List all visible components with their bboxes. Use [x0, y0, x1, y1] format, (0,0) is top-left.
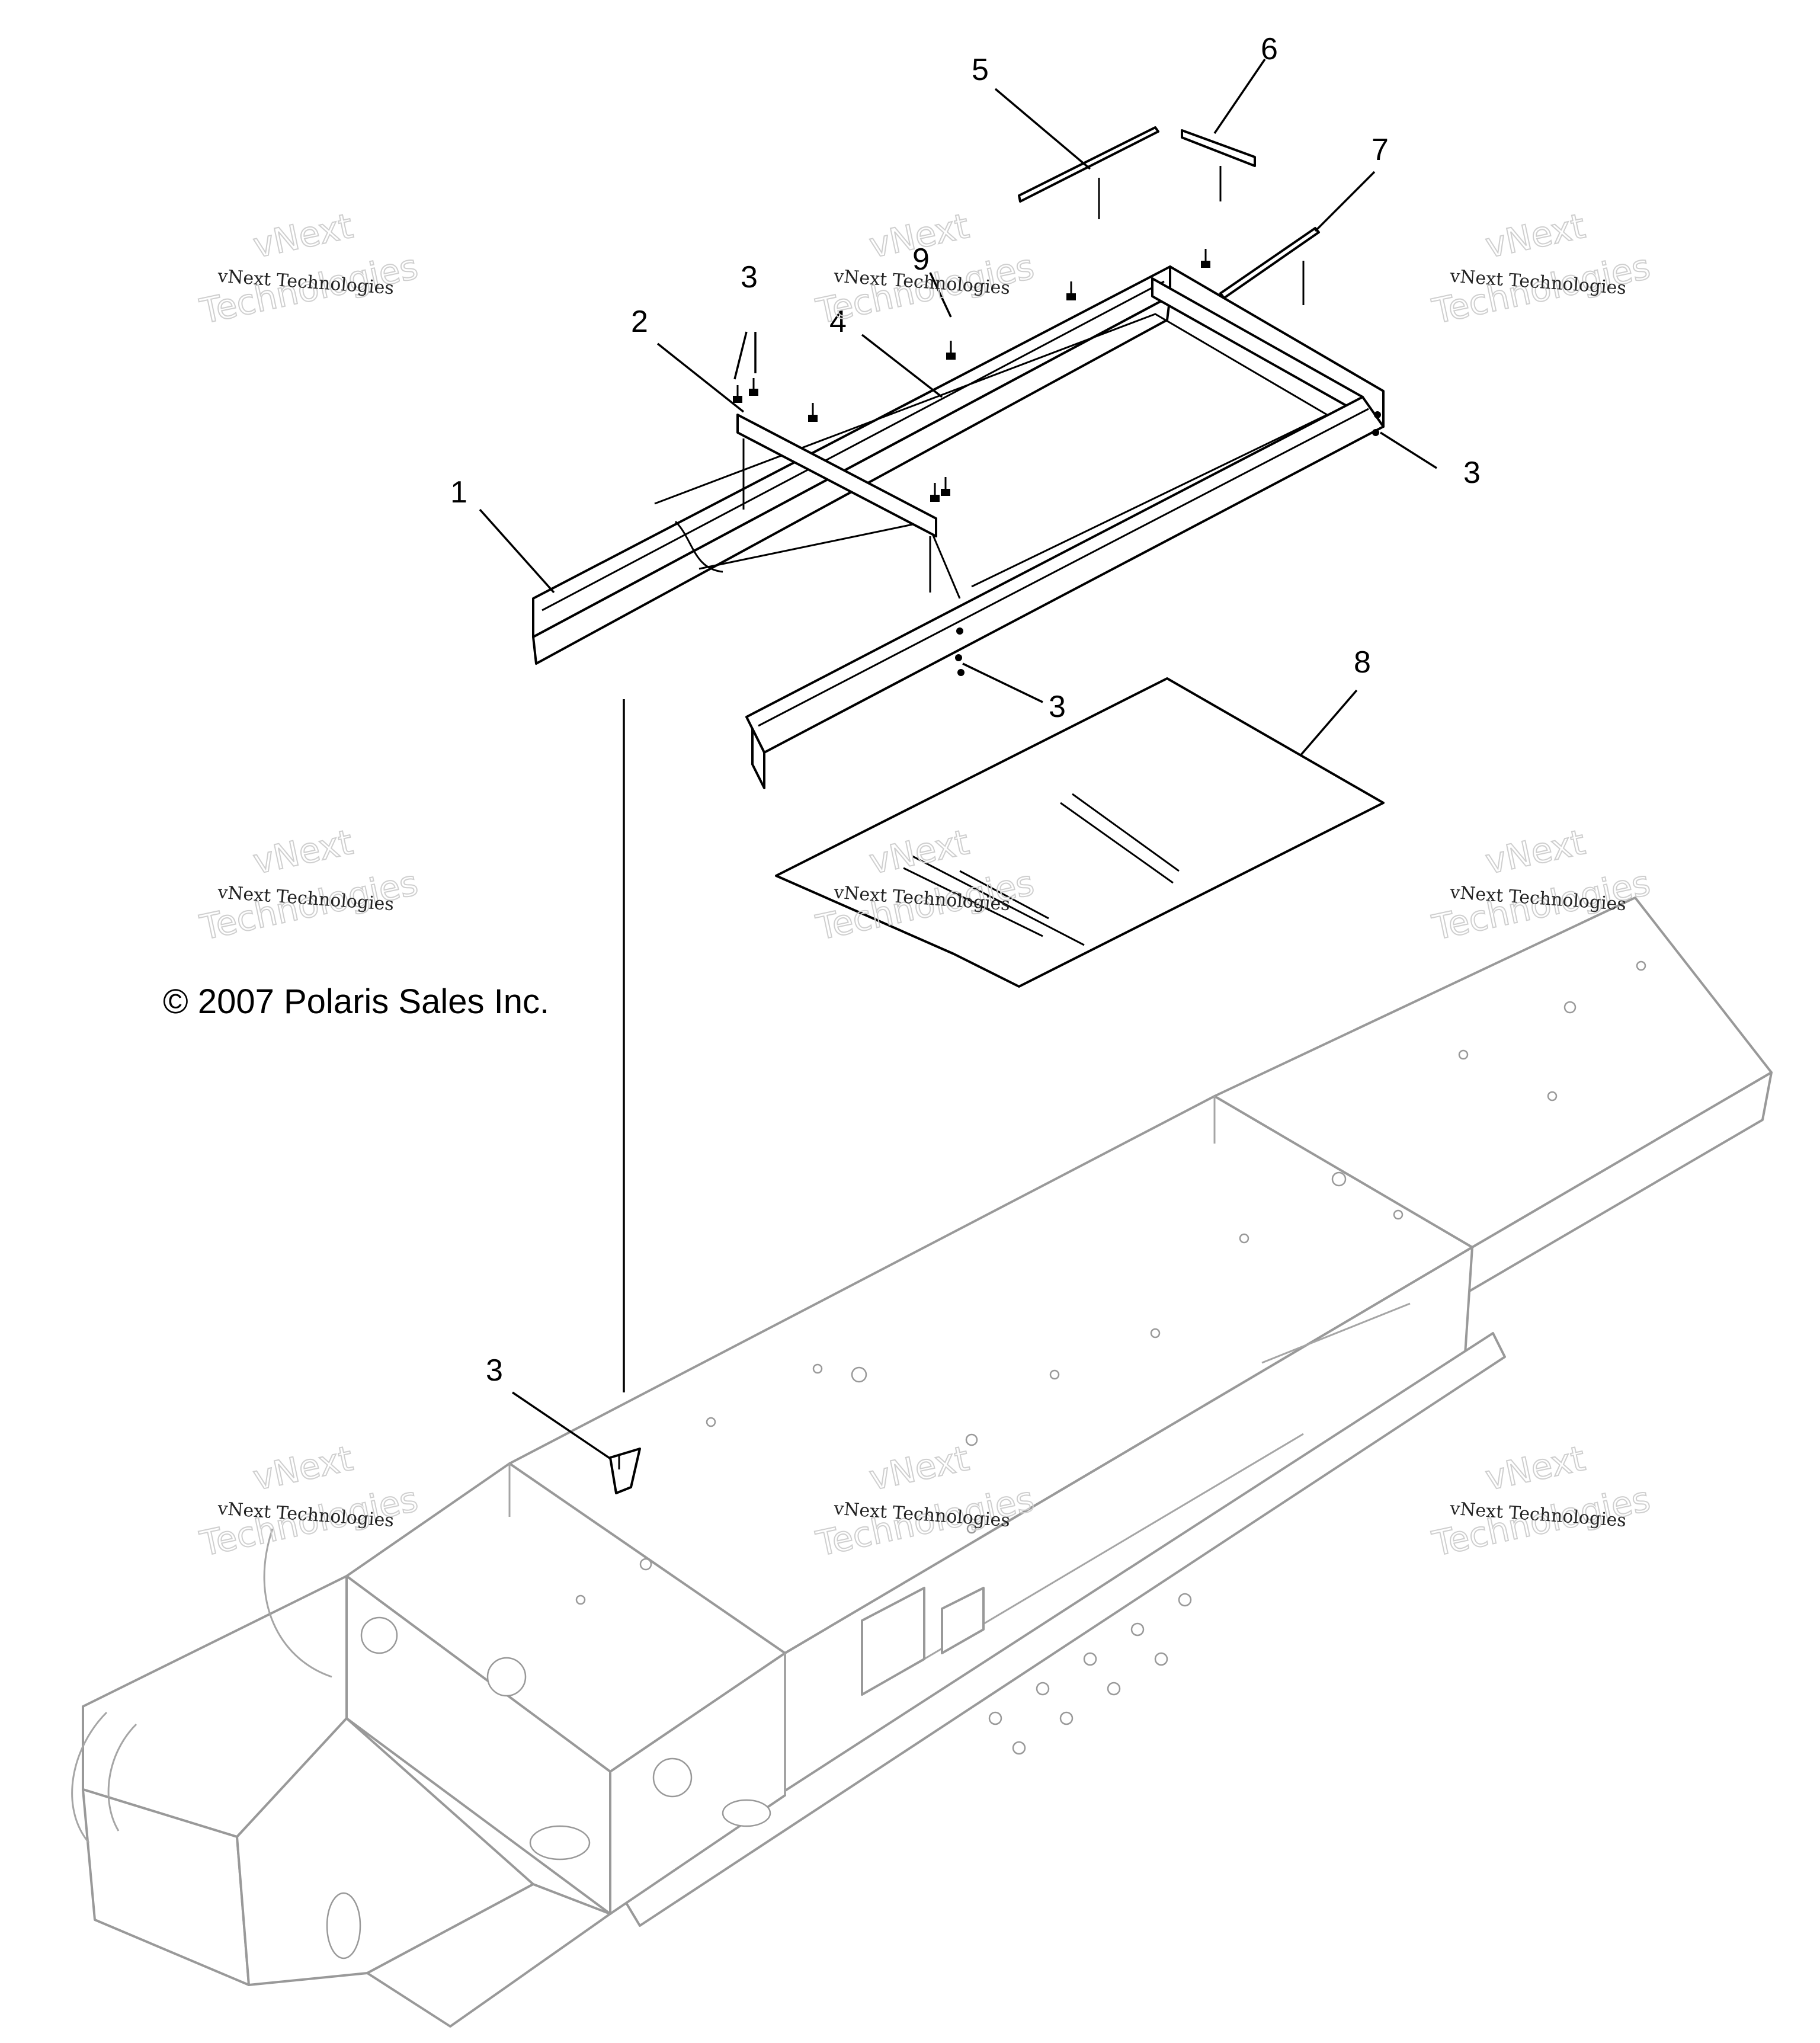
trim-strip-7: [1219, 227, 1320, 299]
svg-text:vNext: vNext: [1482, 1438, 1588, 1498]
callout-8: 8: [1354, 645, 1371, 680]
callout-5: 5: [972, 53, 989, 87]
floor-mat: [775, 677, 1385, 988]
watermark: vNext Technologies vNext Technologies: [1428, 1437, 1655, 1565]
callout-6: 6: [1261, 32, 1278, 66]
leader-lines: [479, 59, 1437, 1462]
clip-bracket: [609, 1448, 641, 1494]
watermark: vNext Technologies vNext Technologies: [196, 821, 422, 949]
watermark: vNext Technologies vNext Technologies: [1428, 205, 1655, 332]
chassis-tunnel: [71, 896, 1773, 2028]
crossbar: [736, 414, 937, 537]
svg-text:vNext: vNext: [1482, 206, 1588, 266]
svg-text:vNext: vNext: [249, 1438, 356, 1498]
watermark: vNext Technologies vNext Technologies: [196, 205, 422, 332]
trim-strip-5: [1018, 126, 1159, 203]
watermark: vNext Technologies vNext Technologies: [812, 205, 1039, 332]
copyright-notice: © 2007 Polaris Sales Inc.: [163, 982, 549, 1021]
callout-numbers: 1 2 3 4 9 5 6 7 3 3 8 3: [450, 32, 1481, 1388]
callout-3-bottom: 3: [486, 1353, 503, 1388]
svg-text:vNext: vNext: [249, 822, 356, 882]
callout-3-top: 3: [741, 260, 758, 294]
rack-assembly: [532, 249, 1385, 789]
trim-strips: [1018, 126, 1320, 305]
callout-3-middle: 3: [1049, 690, 1066, 724]
svg-text:vNext: vNext: [249, 206, 356, 266]
bolt-icons: [733, 249, 1210, 502]
callout-2: 2: [631, 305, 648, 339]
watermark: vNext Technologies vNext Technologies: [196, 1437, 422, 1565]
callout-7: 7: [1372, 133, 1389, 167]
trim-strip-6: [1181, 129, 1256, 167]
callout-1: 1: [450, 475, 467, 510]
callout-3-right: 3: [1463, 456, 1481, 490]
callout-4: 4: [829, 305, 847, 339]
callout-9: 9: [912, 242, 930, 277]
svg-text:vNext: vNext: [1482, 822, 1588, 882]
